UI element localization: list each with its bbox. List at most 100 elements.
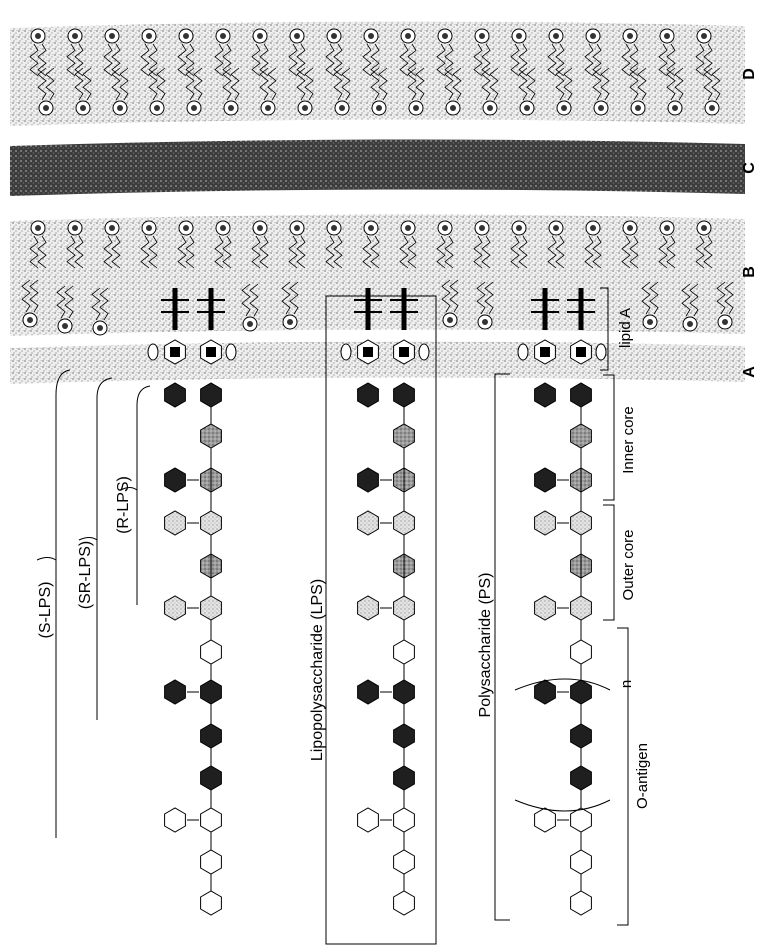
lipid-tail [629, 67, 639, 101]
lipid-tail [510, 235, 520, 269]
phospholipid-bottom-inner [436, 220, 454, 269]
lipid-tail [64, 285, 74, 319]
lipid-head-dot [247, 321, 253, 327]
lipid-tail [148, 43, 158, 77]
lipid-tail [441, 279, 451, 313]
lipid-tail [296, 43, 306, 77]
lipid-tail [259, 235, 269, 269]
lipid-head-dot [368, 33, 374, 39]
o-antigen-sugar [200, 723, 222, 749]
lipid-tail [333, 43, 343, 77]
outer-core-bracket [603, 504, 615, 621]
label-repeat-n: n [618, 680, 635, 688]
lipid-tail [289, 281, 299, 315]
lipid-tail [658, 235, 668, 269]
lipid-head-dot [664, 33, 670, 39]
o-antigen-sugar [534, 807, 556, 833]
phospholipid-top-outer [399, 28, 417, 77]
lipid-tail [689, 283, 699, 317]
lipid-tail [99, 287, 109, 321]
o-antigen-sugar [357, 807, 379, 833]
lipid-tail [518, 67, 528, 101]
phospholipid-top-inner [666, 67, 684, 116]
phospholipid-bottom-inner [140, 220, 158, 269]
lipid-tail [621, 43, 631, 77]
lipid-tail [259, 67, 269, 101]
outer-core-sugar [393, 510, 415, 536]
lipid-a-sugar-core [363, 347, 373, 357]
outer-core-sugar [200, 510, 222, 536]
phospholipid-top-outer [140, 28, 158, 77]
repeat-paren-top [514, 678, 611, 691]
phospholipid-top-outer [66, 28, 84, 77]
o-antigen-sugar [164, 807, 186, 833]
outer-core-sugar [164, 510, 186, 536]
lipid-tail [436, 235, 446, 269]
lipid-head-dot [35, 33, 41, 39]
lipid-tail [555, 43, 565, 77]
lipid-tail [66, 43, 76, 77]
outer-core-sugar [534, 595, 556, 621]
phospholipid-top-outer [436, 28, 454, 77]
lipid-tail [140, 43, 150, 77]
lipid-head-dot [413, 105, 419, 111]
lipid-head-dot [687, 321, 693, 327]
lipid-head-dot [701, 225, 707, 231]
o-antigen-sugar [570, 639, 592, 665]
o-antigen-sugar [393, 679, 415, 705]
lipid-tail [325, 43, 335, 77]
lipid-tail [518, 43, 528, 77]
lipid-a-sugar-core [206, 347, 216, 357]
lipid-tail [29, 235, 39, 269]
lipid-tail [399, 235, 409, 269]
lipid-a-acyl [531, 299, 595, 313]
label-layer-a: A [741, 366, 757, 378]
phospholipid-top-outer [214, 28, 232, 77]
lipid-tail [333, 67, 343, 101]
label-layer-c: C [741, 162, 757, 174]
lipid-tail [415, 67, 425, 101]
lipid-head-dot [80, 105, 86, 111]
lipid-tail [592, 67, 602, 101]
o-antigen-sugar [164, 679, 186, 705]
inner-core-bracket [603, 374, 615, 501]
label-layer-d: D [741, 68, 757, 80]
layer-a-outer-leaflet [10, 341, 745, 384]
lipid-head-dot [35, 225, 41, 231]
lipid-tail [230, 67, 240, 101]
lipid-tail [452, 67, 462, 101]
lps-molecule [147, 288, 237, 916]
lipid-tail [214, 43, 224, 77]
inner-core-sugar [164, 382, 186, 408]
lipid-head-dot [709, 105, 715, 111]
lipid-tail [251, 43, 261, 77]
label-lipopolysaccharide: Lipopolysaccharide (LPS) [309, 579, 326, 761]
lipid-tail [444, 43, 454, 77]
o-antigen-sugar [570, 723, 592, 749]
s-lps-brace [55, 369, 71, 838]
phospholipid-bottom-inner [399, 220, 417, 269]
inner-core-sugar [200, 423, 222, 449]
lipid-tail [156, 67, 166, 101]
lipid-tail [481, 43, 491, 77]
lipid-tail [592, 43, 602, 77]
ps-bracket [494, 373, 510, 921]
lipid-head-dot [331, 225, 337, 231]
phospholipid-top-inner [370, 67, 388, 116]
lipid-tail [296, 67, 306, 101]
inner-core-sugar [357, 382, 379, 408]
lipid-tail [362, 43, 372, 77]
lipid-head-dot [450, 105, 456, 111]
outer-core-sugar [570, 510, 592, 536]
phospholipid-top-inner [296, 67, 314, 116]
lipid-head-dot [368, 225, 374, 231]
phosphate [225, 343, 237, 361]
o-antigen-sugar [357, 679, 379, 705]
phospholipid-top-inner [407, 67, 425, 116]
lipid-tail [629, 235, 639, 269]
label-inner-core: Inner core [620, 406, 637, 474]
lipid-head-dot [109, 33, 115, 39]
phospholipid-outer-leaflet [241, 283, 259, 332]
repeat-paren-bottom [514, 799, 611, 812]
inner-core-sugar [534, 467, 556, 493]
